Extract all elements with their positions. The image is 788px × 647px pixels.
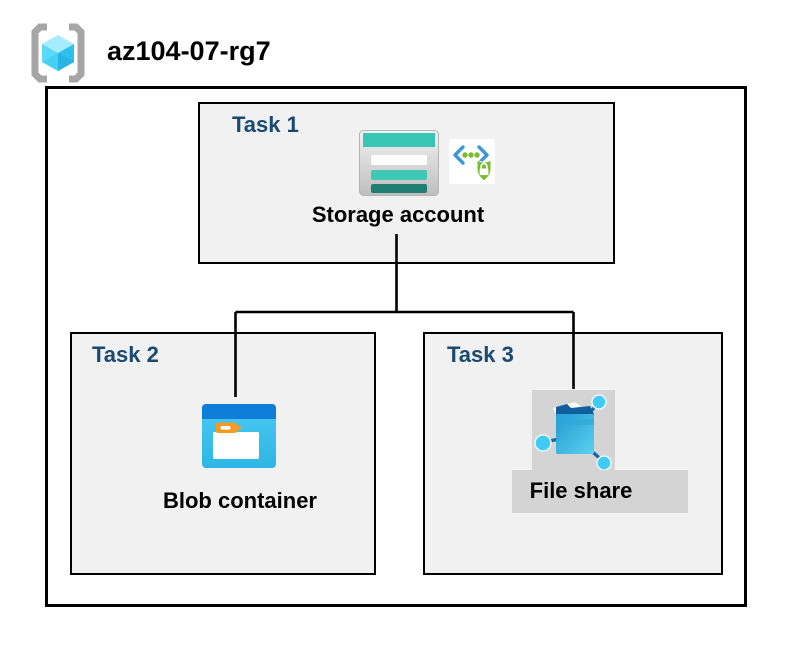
blob-container-icon [202,404,276,468]
storage-account-label: Storage account [311,202,485,227]
task3-box: Task 3 File share [423,332,723,575]
task2-box: Task 2 Blob container [70,332,376,575]
file-share-label-highlight: File share [512,470,688,513]
file-share-icon [534,394,612,470]
task1-box: Task 1 Storage account [198,102,615,264]
file-share-icon-highlight [532,390,615,470]
sas-shield-lock-icon [449,139,495,184]
resource-group-name: az104-07-rg7 [107,36,271,66]
resource-group-icon [31,23,85,83]
storage-account-icon [359,130,439,196]
blob-container-label: Blob container [162,488,317,513]
file-share-label: File share [529,478,633,503]
task3-label: Task 3 [447,342,514,367]
task1-label: Task 1 [232,112,299,137]
task2-label: Task 2 [92,342,159,367]
